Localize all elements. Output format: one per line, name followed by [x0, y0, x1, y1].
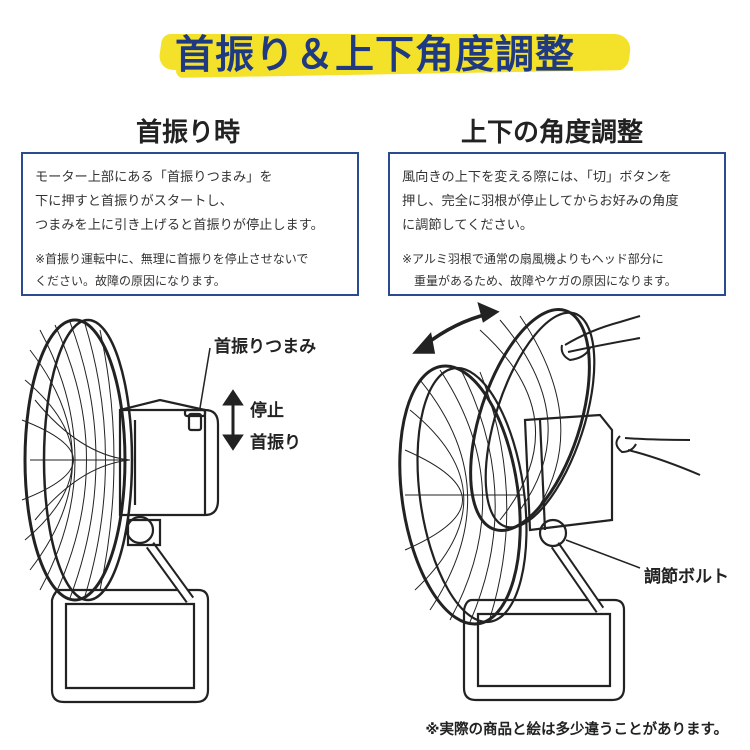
- right-note-line: 重量があるため、故障やケガの原因になります。: [402, 274, 677, 288]
- oscillate-label: 首振り: [250, 433, 301, 453]
- main-title: 首振り＆上下角度調整: [174, 33, 575, 78]
- left-body-line: モーター上部にある「首振りつまみ」を: [35, 170, 273, 185]
- right-heading: 上下の角度調整: [460, 118, 643, 148]
- footer-note: ※実際の商品と絵は多少違うことがあります。: [425, 722, 728, 738]
- knob-label: 首振りつまみ: [214, 337, 317, 357]
- left-description-box: モーター上部にある「首振りつまみ」を 下に押すと首振りがスタートし、 つまみを上…: [21, 152, 359, 296]
- bolt-label: 調節ボルト: [644, 567, 729, 587]
- left-note-line: ※首振り運転中に、無理に首振りを停止させないで: [35, 252, 309, 266]
- left-body-line: 下に押すと首振りがスタートし、: [35, 194, 233, 209]
- left-heading: 首振り時: [135, 118, 240, 148]
- main-title-banner: 首振り＆上下角度調整: [0, 20, 750, 80]
- right-note-line: ※アルミ羽根で通常の扇風機よりもヘッド部分に: [402, 252, 664, 266]
- left-note-line: ください。故障の原因になります。: [35, 274, 226, 288]
- right-body-line: に調節してください。: [402, 218, 534, 233]
- right-fan-illustration: [398, 301, 701, 702]
- stop-label: 停止: [250, 401, 284, 421]
- right-description-box: 風向きの上下を変える際には、「切」ボタンを 押し、完全に羽根が停止してからお好み…: [388, 152, 726, 296]
- fan-illustrations: [21, 301, 701, 704]
- left-body-line: つまみを上に引き上げると首振りが停止します。: [35, 218, 324, 233]
- right-body-line: 風向きの上下を変える際には、「切」ボタンを: [402, 170, 672, 185]
- left-fan-illustration: [21, 318, 244, 704]
- right-body-line: 押し、完全に羽根が停止してからお好みの角度: [402, 194, 679, 209]
